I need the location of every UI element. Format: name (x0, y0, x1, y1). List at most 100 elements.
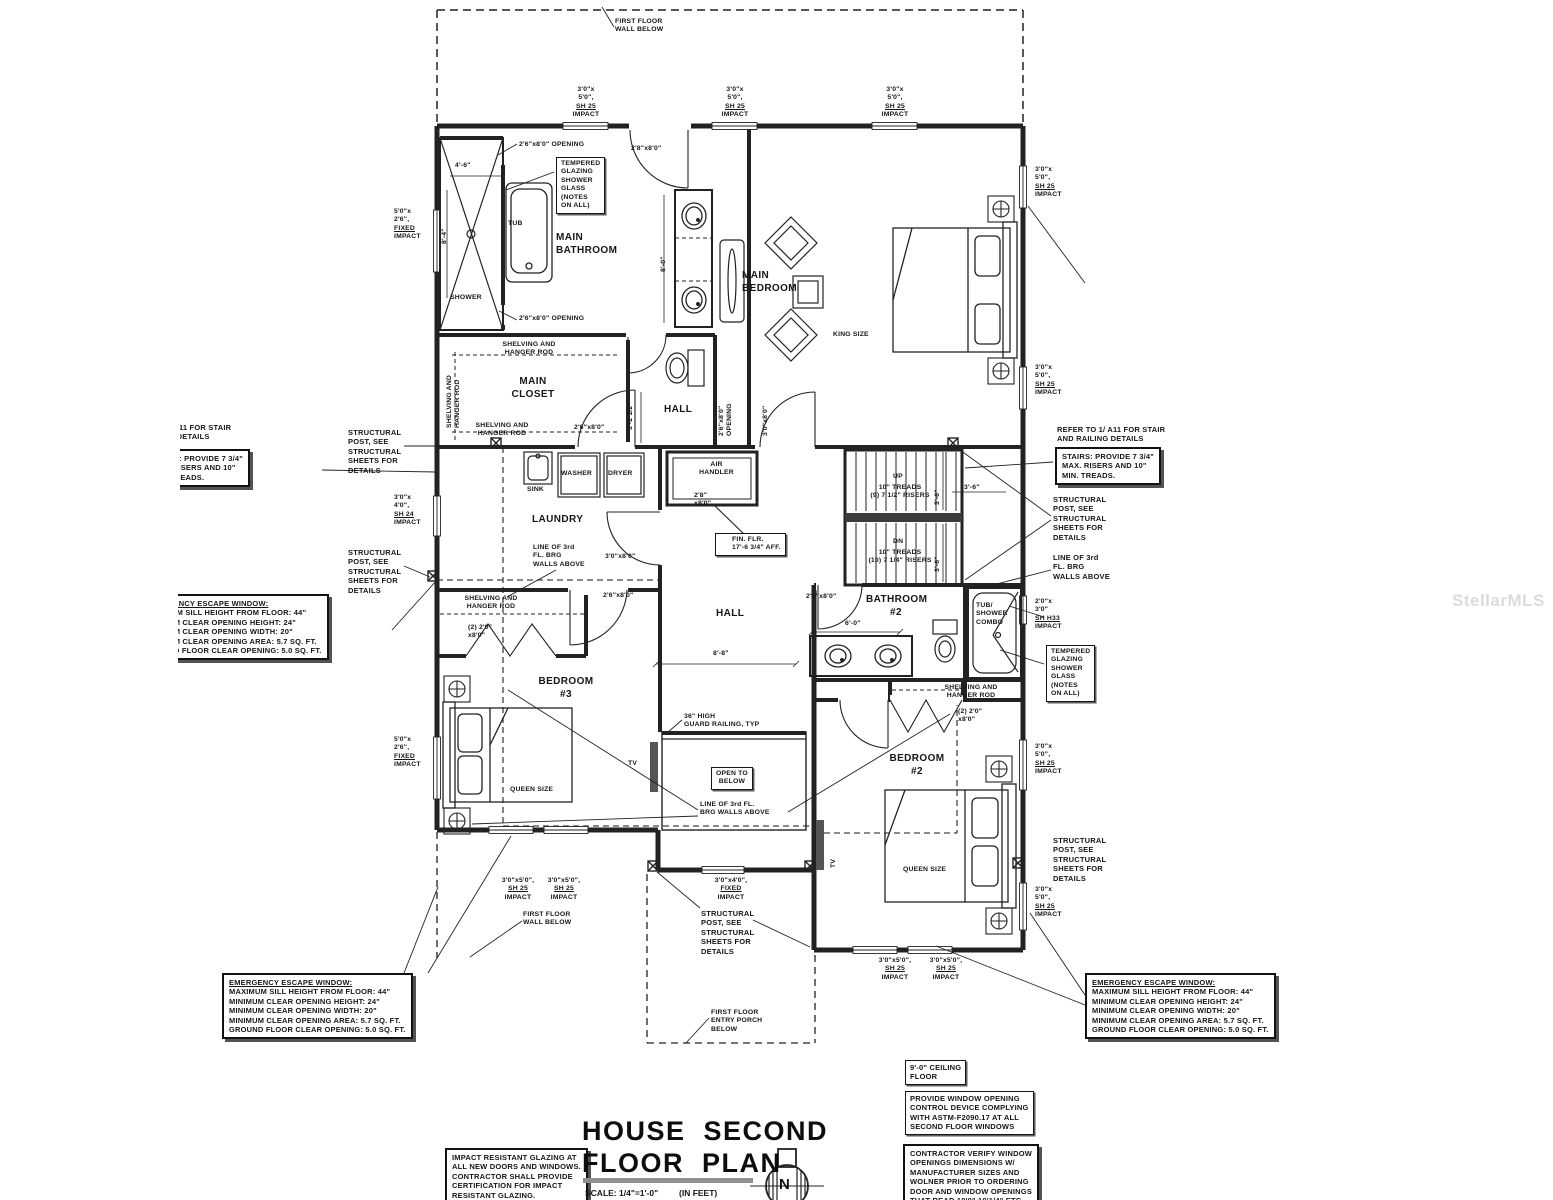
shelving-dashed (440, 237, 963, 691)
sheet-title-line1: HOUSE SECOND (582, 1116, 829, 1146)
window (907, 946, 953, 954)
room-hall-upper: HALL (664, 404, 693, 415)
window (1019, 366, 1027, 410)
sink-label: SINK (527, 486, 545, 493)
window (433, 495, 441, 537)
stairs-dn-treads: 10" TREADS(10) 7 1/4" RISERS (868, 549, 932, 565)
vanity-bathroom2 (809, 635, 913, 677)
window (488, 826, 534, 834)
dim-3-6-b: 3'-6" (934, 489, 941, 505)
door-label-bathroom2: 2'6"x8'0" (806, 593, 837, 600)
windows (433, 122, 1027, 954)
window (562, 122, 609, 130)
dim-8-8: 8'-8" (713, 650, 729, 657)
window (1019, 882, 1027, 931)
closet-door-label-bedroom3: (2) 2'0"x8'0" (468, 624, 493, 640)
shower-label: SHOWER (450, 294, 482, 301)
dimension-lines (446, 175, 1006, 668)
stairs (843, 448, 964, 587)
tv-label-bedroom3: TV (628, 760, 638, 767)
door-swings (569, 129, 889, 749)
watermark: StellarMLS (1452, 591, 1545, 610)
stairs-dn-label: DN (893, 538, 904, 545)
stairs-note-right: STAIRS: PROVIDE 7 3/4"MAX. RISERS AND 10… (1055, 447, 1162, 486)
leader-lines (321, 6, 1086, 1044)
dim-3-6-a: 3'-6" (964, 484, 980, 491)
tub-label: TUB (508, 220, 523, 227)
door-label-bedroom3: 2'6"x8'0" (603, 592, 634, 599)
nightstand-lamp (985, 755, 1013, 935)
window (711, 122, 758, 130)
dim-8-4: 8'-4" (441, 228, 448, 244)
north-compass (750, 1148, 824, 1200)
window (701, 866, 745, 874)
door-label-2-8: 2'8"x8'0" (631, 145, 662, 152)
tub-shower-combo (967, 587, 1022, 679)
emergency-escape-note-left-clip: EMERGENCY ESCAPE WINDOW:MAXIMUM SILL HEI… (178, 594, 392, 672)
room-bathroom2: BATHROOM#2 (866, 594, 928, 618)
dim-3-6-c: 3'-6" (934, 556, 941, 572)
window (1019, 165, 1027, 209)
king-size-label: KING SIZE (833, 331, 869, 338)
lounge-chairs (764, 216, 824, 362)
line-3rd-fl-note-center: LINE OF 3rd FL.BRG WALLS ABOVE (700, 801, 770, 817)
window (871, 122, 918, 130)
emergency-escape-note-bottom-right: EMERGENCY ESCAPE WINDOW:MAXIMUM SILL HEI… (1085, 973, 1276, 1040)
stairs-note-left: STAIRS: PROVIDE 7 3/4"MAX. RISERS AND 10… (180, 449, 251, 488)
opening-label-rot: 2'6"x8'0"OPENING (718, 403, 734, 436)
north-letter: N (779, 1176, 790, 1193)
bearing-wall-dashed (437, 447, 958, 834)
entry-porch-dashed (436, 832, 816, 1044)
opening-label-2: 2'6"x8'0" OPENING (519, 315, 585, 322)
stairs-note-left-clip: STAIRS: PROVIDE 7 3/4"MAX. RISERS AND 10… (180, 449, 326, 501)
queen-size-label-bedroom3: QUEEN SIZE (510, 786, 554, 793)
door-label-laundry: 3'0"x8'0" (605, 553, 636, 560)
finish-floor-note: FIN. FLR.17'-6 3/4" AFF. (715, 533, 786, 556)
washer-label: WASHER (561, 470, 593, 477)
window (1019, 739, 1027, 791)
vanity-main (674, 189, 713, 328)
window (433, 736, 441, 800)
toilet-main (665, 349, 705, 387)
nightstand-lamp (987, 195, 1015, 385)
stairs-up-label: UP (893, 473, 903, 480)
room-bedroom2: BEDROOM#2 (889, 753, 945, 777)
window (852, 946, 898, 954)
bifold-doors (465, 623, 963, 734)
door-label-closet: 2'6"x8'0" (574, 424, 605, 431)
emergency-escape-note-left: EMERGENCY ESCAPE WINDOW:MAXIMUM SILL HEI… (178, 594, 329, 661)
dim-3-2-half: 3'-2 1/2" (627, 402, 634, 430)
